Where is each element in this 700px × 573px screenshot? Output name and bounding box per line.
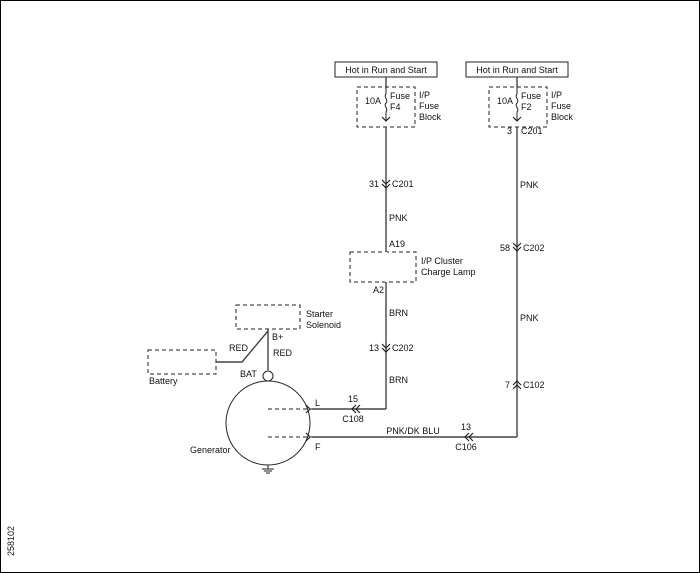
fuse-right-line1: Fuse <box>521 91 541 101</box>
c201-left-connector-icon <box>381 179 391 189</box>
c201-left-pin: 31 <box>369 179 379 189</box>
ip-cluster-box <box>349 251 417 283</box>
ground-icon <box>262 468 274 474</box>
starter-line1: Starter <box>306 309 333 319</box>
c201-right-pin: 3 <box>507 126 512 136</box>
wire-pnk-2-label: PNK <box>520 180 539 190</box>
c202-right-label: C202 <box>523 243 545 253</box>
cluster-gap <box>385 252 387 282</box>
c202-right-pin: 58 <box>500 243 510 253</box>
battery-label: Battery <box>149 376 178 386</box>
c202-left-connector-icon <box>381 343 391 353</box>
fuse-left-arrow-icon <box>381 116 391 122</box>
fuse-right-rating: 10A <box>497 96 513 106</box>
wire-battery-to-starter <box>216 330 269 363</box>
fuse-right-arrow-icon <box>512 116 522 122</box>
cluster-pin-out: A2 <box>373 285 384 295</box>
fuse-left-rating: 10A <box>365 96 381 106</box>
fuse-left-line2: F4 <box>390 102 401 112</box>
wire-pnk-dkblu-label: PNK/DK BLU <box>386 426 440 436</box>
c102-pin: 7 <box>505 380 510 390</box>
c202-left-pin: 13 <box>369 343 379 353</box>
gen-f-arrow-icon <box>305 432 311 442</box>
generator-label: Generator <box>190 445 231 455</box>
fuse-right-line2: F2 <box>521 102 532 112</box>
c202-right-connector-icon <box>512 242 522 252</box>
gen-l-arrow-icon <box>305 404 311 414</box>
bat-terminal-icon <box>262 370 274 382</box>
gen-term-l: L <box>315 398 320 408</box>
bat-label: BAT <box>240 369 257 379</box>
fuse-left-line1: Fuse <box>390 91 410 101</box>
fuse-right-icon <box>515 87 519 121</box>
battery-box <box>147 349 217 375</box>
fuse-block-left-l1: I/P <box>419 90 430 100</box>
c102-label: C102 <box>523 380 545 390</box>
fuse-left-icon <box>384 87 388 121</box>
c102-connector-icon <box>512 380 522 390</box>
fuse-block-left-l2: Fuse <box>419 101 439 111</box>
cluster-line2: Charge Lamp <box>421 267 476 277</box>
gen-term-f: F <box>315 442 321 452</box>
c201-right-label: C201 <box>521 126 543 136</box>
c106-pin: 13 <box>461 422 471 432</box>
power-label-right: Hot in Run and Start <box>476 65 558 75</box>
generator-icon <box>225 380 311 466</box>
fuse-block-right-l3: Block <box>551 112 574 122</box>
c108-connector-icon <box>351 404 361 414</box>
c106-label: C106 <box>455 442 477 452</box>
fuse-block-left-l3: Block <box>419 112 442 122</box>
figure-id: 258102 <box>6 526 16 556</box>
wire-red-1-label: RED <box>229 343 249 353</box>
fuse-block-right-l2: Fuse <box>551 101 571 111</box>
cluster-line1: I/P Cluster <box>421 256 463 266</box>
wire-pnk-1-label: PNK <box>389 213 408 223</box>
fuse-block-right <box>488 86 548 128</box>
c201-left-label: C201 <box>392 179 414 189</box>
power-label-left: Hot in Run and Start <box>345 65 427 75</box>
starter-solenoid-box <box>235 304 301 330</box>
fuse-block-right-l1: I/P <box>551 90 562 100</box>
starter-line2: Solenoid <box>306 320 341 330</box>
c108-label: C108 <box>342 414 364 424</box>
cluster-pin-in: A19 <box>389 239 405 249</box>
wire-brn-2-label: BRN <box>389 375 408 385</box>
c108-pin: 15 <box>348 394 358 404</box>
wire-brn-1-label: BRN <box>389 308 408 318</box>
wire-pnk-3-label: PNK <box>520 313 539 323</box>
starter-terminal: B+ <box>272 332 283 342</box>
c202-left-label: C202 <box>392 343 414 353</box>
wire-red-2-label: RED <box>273 348 293 358</box>
c106-connector-icon <box>464 432 474 442</box>
